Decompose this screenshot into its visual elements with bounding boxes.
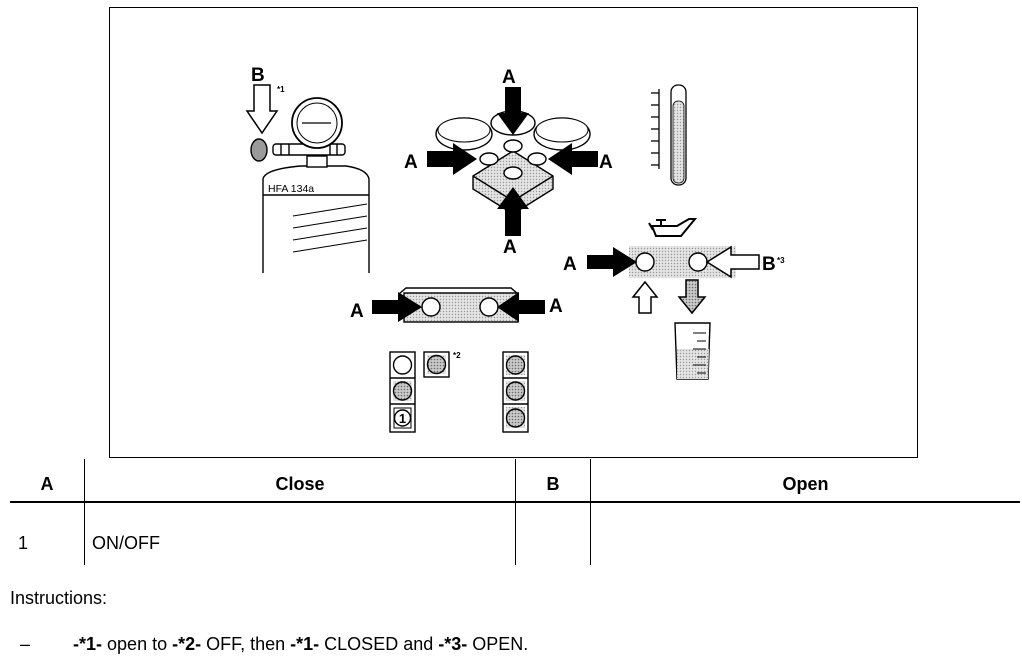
arrow-a-top-icon	[497, 87, 529, 135]
note-3: *3	[777, 256, 785, 265]
callout-b-coupling: B	[762, 254, 776, 275]
indicator-number: 1	[399, 411, 406, 426]
row-key: 1	[18, 533, 29, 553]
header-open: Open	[782, 474, 829, 494]
instruction-step: – -*1- open to -*2- OFF, then -*1- CLOSE…	[20, 634, 528, 655]
oil-can-icon	[648, 218, 698, 237]
ref-1-again: -*1-	[290, 634, 320, 654]
callout-a-rail-left: A	[350, 301, 364, 322]
note-1: *1	[277, 85, 285, 94]
ref-2: -*2-	[172, 634, 202, 654]
arrow-a-rail-left-icon	[372, 292, 422, 322]
callout-a-coupling: A	[563, 254, 577, 275]
header-a: A	[40, 474, 54, 494]
arrow-a-rail-right-icon	[497, 292, 545, 322]
legend-table: A Close B Open 1 ON/OFF	[10, 459, 1020, 565]
callout-a-right: A	[599, 152, 613, 173]
callout-a-bottom: A	[503, 237, 517, 258]
text-open: OPEN.	[467, 634, 529, 654]
header-close: Close	[275, 474, 325, 494]
arrow-b-coupling-icon	[705, 245, 760, 279]
arrow-a-left-icon	[427, 143, 477, 175]
arrow-a-right-icon	[548, 143, 598, 175]
text-closed-and: CLOSED and	[319, 634, 439, 654]
indicator-stack-left	[389, 351, 416, 433]
callout-a-top: A	[502, 67, 516, 88]
refrigerant-bottle	[250, 97, 370, 273]
ref-1: -*1-	[73, 634, 103, 654]
arrow-b-icon	[245, 84, 279, 135]
text-open-to: open to	[102, 634, 173, 654]
ref-3: -*3-	[438, 634, 468, 654]
row-value: ON/OFF	[92, 533, 160, 553]
list-dash: –	[20, 634, 31, 654]
indicator-off-icon	[423, 351, 450, 378]
indicator-stack-right	[502, 351, 529, 433]
callout-a-rail-right: A	[549, 296, 563, 317]
text-off-then: OFF, then	[201, 634, 291, 654]
instructions-title: Instructions:	[10, 588, 108, 608]
bottle-label: HFA 134a	[268, 183, 314, 195]
level-gauge	[651, 84, 687, 186]
arrow-down-drain-icon	[677, 279, 707, 315]
note-2: *2	[453, 351, 461, 360]
header-b: B	[546, 474, 560, 494]
callout-b: B	[251, 65, 265, 86]
callout-a-left: A	[404, 152, 418, 173]
measuring-beaker-icon	[674, 322, 711, 380]
arrow-a-coupling-icon	[587, 247, 637, 277]
arrow-up-open-icon	[631, 280, 659, 314]
service-diagram: HFA 134a B *1 A A A A	[109, 7, 918, 458]
arrow-a-bottom-icon	[497, 187, 529, 236]
